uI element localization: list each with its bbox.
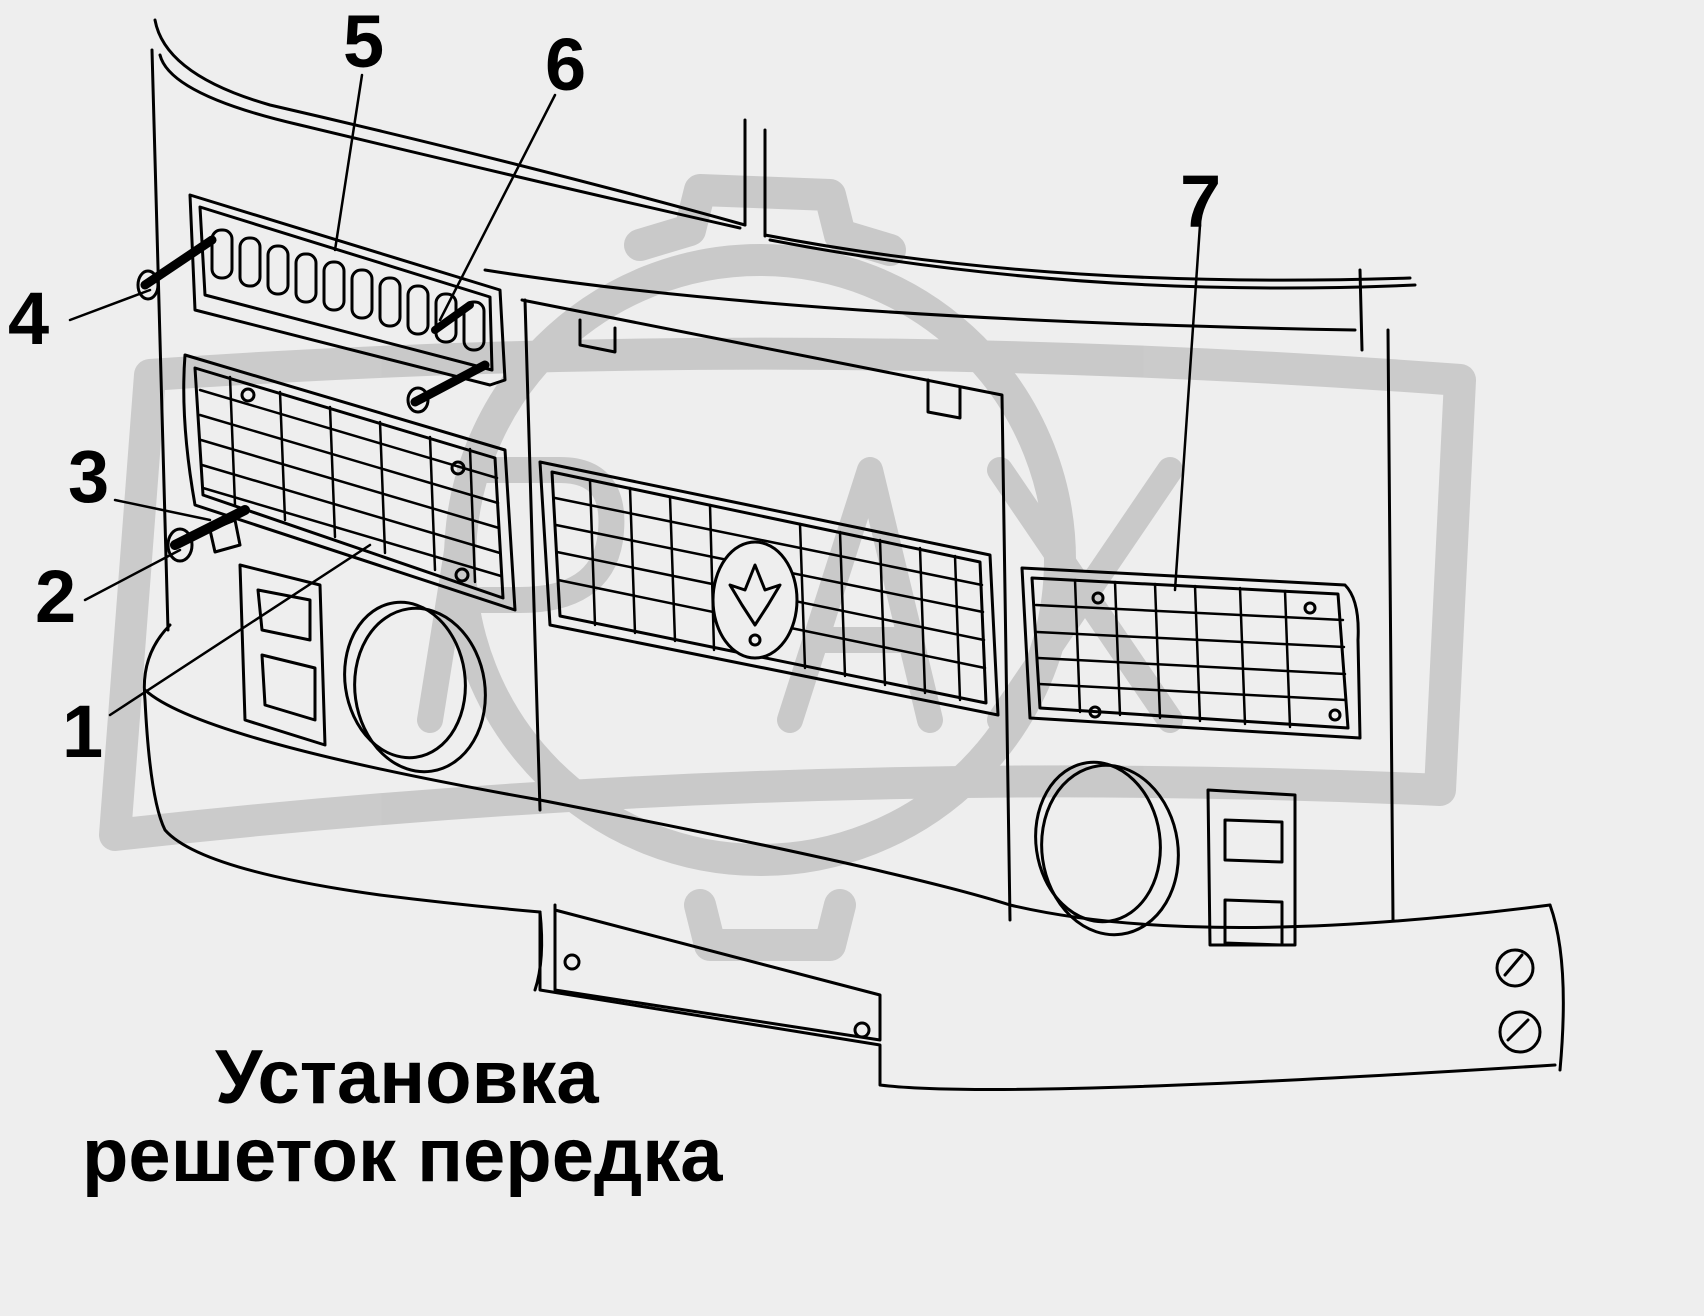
cab-body xyxy=(150,18,1417,922)
callout-3: 3 xyxy=(68,435,110,518)
leader-4 xyxy=(68,288,152,322)
leader-3 xyxy=(113,498,212,522)
leader-7 xyxy=(1173,223,1202,592)
caption-line-1: Установка xyxy=(215,1035,599,1120)
leader-6 xyxy=(438,93,557,322)
center-grille xyxy=(538,460,1000,717)
callout-6: 6 xyxy=(545,23,587,106)
callout-5: 5 xyxy=(343,0,385,83)
callout-2: 2 xyxy=(35,555,77,638)
callout-4: 4 xyxy=(8,277,50,360)
bumper xyxy=(142,623,1565,1091)
front-panel-drawing xyxy=(68,18,1565,1091)
left-headlight xyxy=(238,563,487,774)
diagram-canvas: 4 5 6 3 2 1 7 Установка решеток передка xyxy=(8,0,1565,1198)
leader-lines xyxy=(68,73,1202,717)
fasteners xyxy=(136,235,1342,722)
watermark-logo xyxy=(99,174,1476,961)
caption-line-2: решеток передка xyxy=(82,1113,723,1198)
left-grille xyxy=(182,353,517,612)
emblem-icon xyxy=(711,540,799,660)
leader-1 xyxy=(108,543,372,717)
right-headlight xyxy=(1034,760,1297,947)
right-grille xyxy=(1020,566,1362,740)
callout-1: 1 xyxy=(62,690,104,773)
leader-5 xyxy=(333,73,364,252)
center-panel xyxy=(520,298,1012,922)
leader-2 xyxy=(83,548,182,602)
callout-7: 7 xyxy=(1180,160,1222,243)
